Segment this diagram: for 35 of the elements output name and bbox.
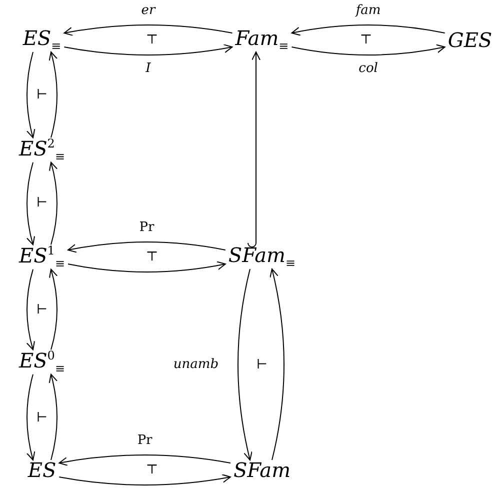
adjunction-symbol: ⊤ bbox=[146, 250, 158, 264]
arrow bbox=[64, 44, 233, 56]
adjunction-symbol: ⊢ bbox=[36, 412, 48, 424]
category-label: SFam bbox=[233, 460, 291, 480]
adjunction-symbol: ⊤ bbox=[146, 34, 158, 46]
edge-label: fam bbox=[354, 4, 383, 18]
adjunction-symbol: ⊢ bbox=[36, 304, 48, 316]
category-label: SFam$_{≡}$ bbox=[228, 245, 296, 269]
category-label: Fam$_{≡}$ bbox=[235, 28, 289, 52]
arrow bbox=[26, 268, 36, 350]
adjunction-symbol: ⊢ bbox=[36, 196, 48, 210]
category-label: ES$_{≡}$ bbox=[22, 28, 62, 52]
arrow bbox=[26, 374, 36, 460]
adjunction-symbol: ⊤ bbox=[146, 464, 158, 476]
arrow bbox=[68, 261, 226, 272]
arrow bbox=[269, 268, 284, 460]
adjunction-symbol: ⊢ bbox=[36, 88, 48, 102]
arrow bbox=[58, 474, 231, 486]
category-label: ES bbox=[28, 460, 56, 480]
arrow bbox=[48, 268, 58, 350]
adjunction-symbol: ⊤ bbox=[360, 34, 372, 46]
arrow bbox=[48, 374, 58, 460]
arrow bbox=[48, 162, 58, 246]
arrow bbox=[238, 268, 253, 460]
adjunction-symbol: ⊢ bbox=[256, 358, 268, 372]
arrow bbox=[26, 162, 36, 246]
arrow bbox=[64, 24, 233, 36]
arrow bbox=[58, 454, 231, 466]
arrow bbox=[26, 52, 36, 138]
category-label: GES bbox=[448, 30, 492, 50]
arrow bbox=[291, 24, 446, 36]
arrow bbox=[68, 242, 226, 253]
arrow bbox=[291, 44, 446, 56]
arrow bbox=[248, 52, 260, 248]
arrow bbox=[48, 52, 58, 138]
